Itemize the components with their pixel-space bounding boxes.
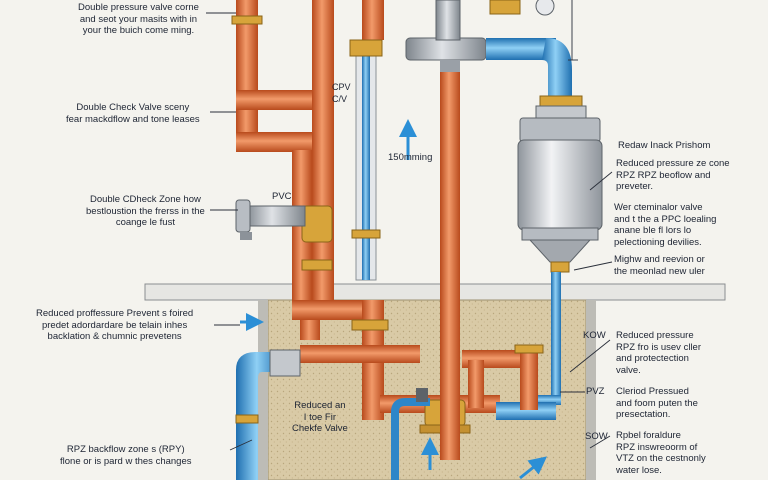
label-line: and t the a PPC loealing xyxy=(614,213,717,225)
label-line: valve. xyxy=(616,364,641,376)
label-line: coange le fust xyxy=(115,217,175,228)
rpz-valve-icon xyxy=(517,117,603,273)
label-line: Reduced an xyxy=(294,400,346,411)
label-line: pelectioning devilies. xyxy=(614,236,702,248)
blue-pipe-top xyxy=(486,38,587,119)
label-line: Cleriod Pressued xyxy=(616,386,689,397)
label-line: Reduced proffessure Prevent s foired xyxy=(36,308,194,319)
label-line: RPZ fro is usev cller xyxy=(616,341,701,353)
label-line: and protectection xyxy=(616,353,689,364)
blue-riser-center xyxy=(349,39,383,281)
label-double-check-zone: Double CDheck Zone how bestloustion the … xyxy=(86,194,205,229)
copper-lower-right xyxy=(462,344,544,410)
label-line: RPZ inswreoorm of xyxy=(616,441,698,453)
label-sow: SOW xyxy=(585,431,608,442)
label-line: fear mackdflow and tone leases xyxy=(66,113,200,125)
label-line: presectation. xyxy=(616,409,671,420)
pit-wall-right xyxy=(586,300,596,480)
label-line: the meonlad new uler xyxy=(614,265,705,277)
label-rpz-backflow-left: RPZ backflow zone s (RPY) flone or is pa… xyxy=(60,444,192,467)
leader-lines xyxy=(206,0,613,451)
label-line: Chekfe Valve xyxy=(292,423,348,434)
label-right-highe: Mighw and reevion or the meonlad new ule… xyxy=(614,254,705,277)
blue-pipe-left xyxy=(235,349,301,480)
label-line: predet adordardare be telain inhes xyxy=(41,319,188,331)
label-line: I toe Fir xyxy=(303,411,336,423)
label-line: and seot your masits with in xyxy=(79,13,198,25)
label-line: Reduced pressure ze cone xyxy=(616,158,730,169)
label-line: bestloustion the frerss in the xyxy=(86,205,205,217)
label-right-reduced: Reduced pressure RPZ fro is usev cller a… xyxy=(616,330,701,376)
label-double-check-valve: Double Check Valve sceny fear mackdflow … xyxy=(66,102,200,125)
label-line: Mighw and reevion or xyxy=(614,254,705,265)
label-line: Wer cteminalor valve xyxy=(614,202,703,213)
label-reduced-pressure-left: Reduced proffessure Prevent s foired pre… xyxy=(36,308,193,343)
label-kow: KOW xyxy=(583,330,606,341)
label-cpv: CPV C/V xyxy=(332,82,351,105)
label-line: VTZ on the cestnonly xyxy=(616,453,706,464)
label-line: Double pressure valve corne xyxy=(78,2,199,13)
top-valve-assembly xyxy=(405,0,555,72)
label-right-title: Redaw Inack Prishom xyxy=(618,140,711,151)
blue-drain-right xyxy=(496,272,561,420)
label-line: C/V xyxy=(332,93,348,104)
gate-valve-icon xyxy=(235,199,306,240)
label-line: Reduced pressure xyxy=(616,330,694,341)
label-line: preveter. xyxy=(616,181,653,192)
label-pvz: PVZ xyxy=(586,386,605,397)
pit-wall-left xyxy=(258,300,268,480)
label-pvc: PVC xyxy=(272,191,292,202)
label-flow-rate: 150mming xyxy=(388,152,433,163)
blue-pipe-bottom-center xyxy=(391,398,430,480)
pressure-gauge-icon xyxy=(535,0,555,16)
label-right-rpz: Reduced pressure ze cone RPZ RPZ beoflow… xyxy=(616,158,730,193)
valve-handle xyxy=(416,388,428,402)
label-line: Double Check Valve sceny xyxy=(76,102,190,113)
label-line: Rpbel foraldure xyxy=(616,430,681,441)
label-line: water lose. xyxy=(616,464,662,476)
ground-slab xyxy=(144,283,726,301)
label-right-cleriod: Cleriod Pressued and foom puten the pres… xyxy=(616,386,698,421)
label-line: RPZ RPZ beoflow and xyxy=(616,169,711,181)
label-line: your the buich come ming. xyxy=(82,25,195,36)
label-right-water: Wer cteminalor valve and t the a PPC loe… xyxy=(614,202,716,248)
label-double-pressure-valve: Double pressure valve corne and seot you… xyxy=(78,2,199,37)
label-line: CPV xyxy=(332,82,351,92)
label-line: anane ble fl lors lo xyxy=(614,225,692,236)
label-line: Double CDheck Zone how xyxy=(89,194,201,205)
label-line: RPZ backflow zone s (RPY) xyxy=(66,444,185,455)
flow-arrow-icon xyxy=(519,456,548,480)
label-reduced-center: Reduced an I toe Fir Chekfe Valve xyxy=(292,400,348,435)
label-line: flone or is pard w thes changes xyxy=(60,455,192,467)
label-right-rpbel: Rpbel foraldure RPZ inswreoorm of VTZ on… xyxy=(616,430,706,476)
label-line: and foom puten the xyxy=(616,397,698,409)
copper-riser-center xyxy=(440,40,460,460)
label-line: backlation & chumnic prevetens xyxy=(47,331,182,342)
